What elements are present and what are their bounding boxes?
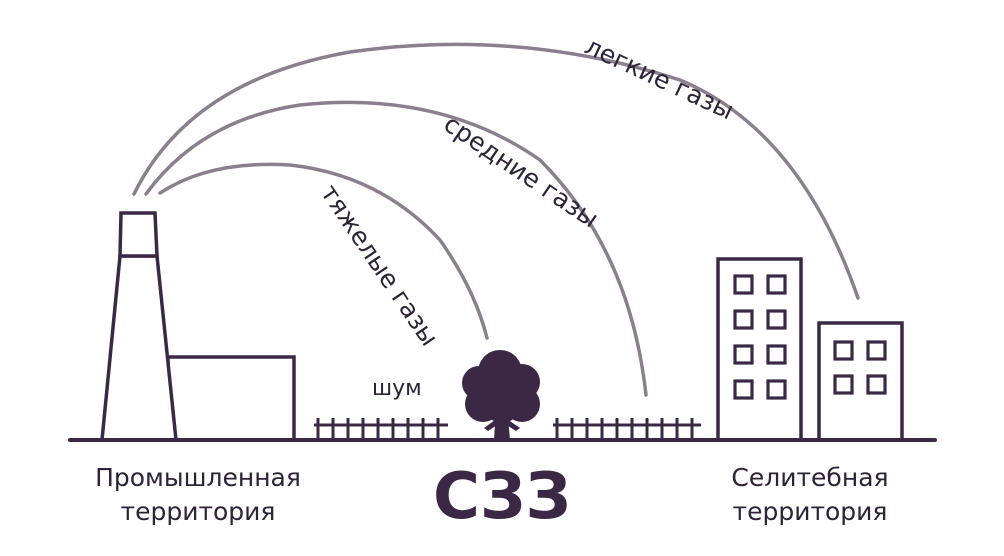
tall-residential-building <box>716 257 803 442</box>
heavy-gases-arc <box>158 162 489 340</box>
residential-zone-label-line2: территория <box>733 497 888 526</box>
chimney-top <box>118 211 159 258</box>
medium-gases-label: средние газы <box>439 109 604 234</box>
right-fence <box>553 418 701 440</box>
light-gases-label: легкие газы <box>580 31 738 125</box>
light-gases-arc <box>132 42 860 300</box>
residential-zone-label-line1: Селитебная <box>731 463 888 492</box>
factory-chimney <box>100 254 178 442</box>
tree-icon <box>462 350 540 440</box>
short-residential-building <box>817 321 904 442</box>
left-fence <box>314 418 448 440</box>
noise-label: шум <box>372 376 422 401</box>
heavy-gases-label: тяжелые газы <box>315 179 444 351</box>
medium-gases-arc <box>144 100 648 397</box>
sanitary-protection-zone-label: СЗЗ <box>433 460 571 534</box>
industrial-zone-label-line2: территория <box>121 497 276 526</box>
industrial-zone-label-line1: Промышленная <box>95 463 301 492</box>
factory-building <box>166 355 296 442</box>
